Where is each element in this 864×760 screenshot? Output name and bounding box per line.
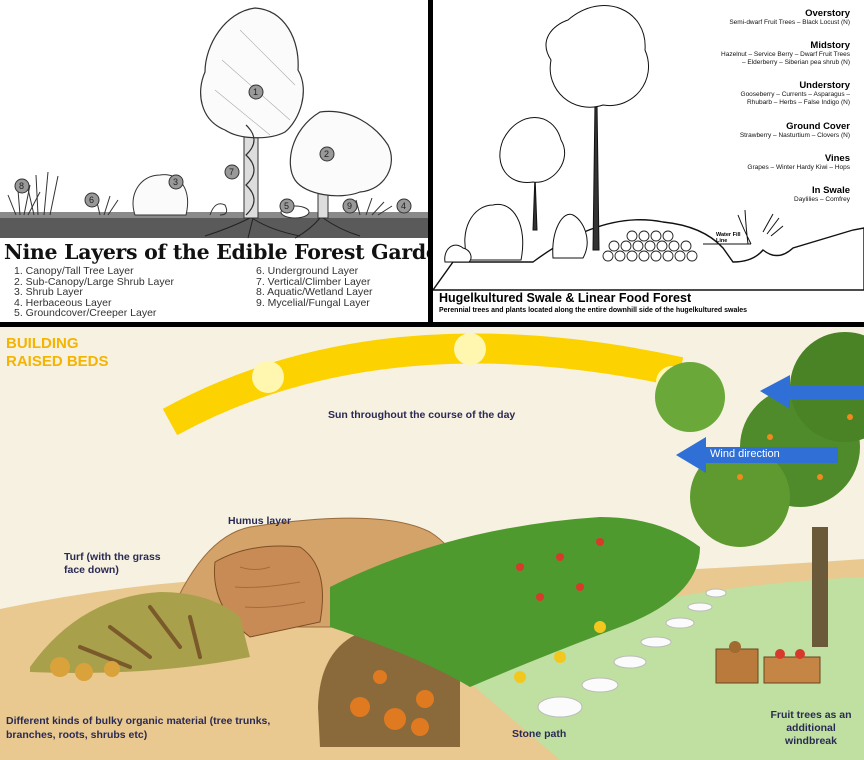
layer-heading: Understory — [799, 80, 850, 91]
layer-plants: Semi-dwarf Fruit Trees – Black Locust (N… — [729, 19, 850, 26]
hugelkultur-illustration — [433, 5, 864, 291]
raised-beds-title: BUILDING RAISED BEDS — [6, 335, 109, 370]
fruit-trees-label: Fruit trees as an additional windbreak — [770, 709, 852, 747]
legend-item: 7. Vertical/Climber Layer — [256, 275, 371, 288]
layer-midstory: Midstory Hazelnut – Service Berry – Dwar… — [721, 40, 850, 67]
marker-2: 2 — [324, 149, 329, 159]
ground-band — [0, 216, 428, 238]
hugelkultur-title: Hugelkultured Swale & Linear Food Forest — [439, 291, 692, 305]
raised-beds-illustration — [0, 332, 864, 760]
layer-plants: Strawberry – Nasturtium – Clovers (N) — [739, 132, 850, 139]
layer-plants: Gooseberry – Currents – Asparagus – — [740, 91, 850, 98]
turf-layer — [213, 545, 323, 638]
forest-garden-panel: 1 2 3 4 5 6 7 8 9 Nine Layers of the Edi… — [0, 0, 428, 322]
planted-raised-bed — [330, 517, 700, 687]
marker-7: 7 — [229, 167, 234, 177]
layer-overstory: Overstory Semi-dwarf Fruit Trees – Black… — [729, 8, 850, 27]
layer-ground-cover: Ground Cover Strawberry – Nasturtium – C… — [740, 121, 850, 140]
legend-item: 3. Shrub Layer — [14, 286, 83, 298]
sun-label: Sun throughout the course of the day — [328, 409, 516, 421]
raised-beds-panel: BUILDING RAISED BEDS Sun throughout the … — [0, 327, 864, 760]
layer-legend-left: 1. Canopy/Tall Tree Layer 2. Sub-Canopy/… — [14, 266, 174, 319]
marker-1: 1 — [253, 87, 258, 97]
legend-item: 5. Groundcover/Creeper Layer — [14, 307, 157, 319]
canopy-tree — [200, 7, 304, 139]
marker-8: 8 — [19, 181, 24, 191]
forest-garden-illustration: 1 2 3 4 5 6 7 8 9 — [0, 7, 428, 239]
sun-path-arc — [162, 333, 684, 436]
legend-item: 8. Aquatic/Wetland Layer — [256, 286, 373, 298]
layer-in-swale: In Swale Daylilies – Comfrey — [794, 185, 850, 204]
humus-label: Humus layer — [228, 515, 292, 527]
layer-heading: Ground Cover — [786, 121, 850, 132]
buried-logs — [602, 230, 698, 262]
understory-shrubs — [444, 203, 588, 263]
legend-item: 1. Canopy/Tall Tree Layer — [14, 265, 134, 277]
stone-path — [537, 588, 727, 718]
legend-item: 4. Herbaceous Layer — [14, 296, 112, 309]
hugelkultur-panel: Overstory Semi-dwarf Fruit Trees – Black… — [433, 0, 864, 322]
bulky-material-label: Different kinds of bulky organic materia… — [6, 715, 271, 741]
marker-4: 4 — [401, 201, 406, 211]
fruit-crate — [715, 641, 821, 684]
marker-3: 3 — [173, 177, 178, 187]
forest-garden-title: Nine Layers of the Edible Forest Garden — [4, 240, 428, 264]
layer-plants: Grapes – Winter Hardy Kiwi – Hops — [747, 164, 850, 171]
layer-plants: Daylilies – Comfrey — [794, 196, 850, 203]
legend-item: 9. Mycelial/Fungal Layer — [256, 296, 370, 309]
sun-morning — [252, 361, 284, 393]
layer-plants: Hazelnut – Service Berry – Dwarf Fruit T… — [721, 51, 850, 58]
bulky-organic-material — [30, 592, 250, 673]
layer-heading: In Swale — [811, 185, 850, 196]
fruit-trees — [655, 332, 864, 647]
layer-heading: Overstory — [805, 8, 850, 19]
swale-plant — [737, 209, 752, 245]
climber-vine — [245, 124, 255, 216]
layer-plants: – Elderberry – Siberian pea shrub (N) — [741, 59, 850, 66]
stone-path-label: Stone path — [512, 728, 567, 740]
roots — [204, 217, 361, 239]
herbaceous-plants — [7, 171, 393, 216]
wind-arrow-upper — [760, 375, 864, 409]
layer-vines: Vines Grapes – Winter Hardy Kiwi – Hops — [747, 153, 850, 172]
layer-markers: 1 2 3 4 5 6 7 8 9 — [14, 84, 412, 214]
wind-direction-label: Wind direction — [710, 448, 780, 460]
legend-item: 6. Underground Layer — [256, 265, 359, 277]
turf-label: Turf (with the grass face down) — [64, 551, 161, 576]
marker-5: 5 — [284, 201, 289, 211]
layer-plants: Rhubarb – Herbs – False Indigo (N) — [747, 99, 850, 106]
overstory-trees — [499, 5, 650, 251]
layer-understory: Understory Gooseberry – Currents – Aspar… — [741, 80, 850, 107]
layer-legend-right: 6. Underground Layer 7. Vertical/Climber… — [256, 266, 373, 308]
layer-heading: Midstory — [810, 40, 850, 51]
wind-direction-arrow — [676, 437, 838, 473]
hugelkultur-subtitle: Perennial trees and plants located along… — [439, 307, 748, 314]
legend-item: 2. Sub-Canopy/Large Shrub Layer — [14, 275, 174, 288]
daylilies — [762, 213, 784, 237]
sun-noon — [454, 333, 486, 365]
subcanopy-tree — [289, 110, 392, 197]
marker-9: 9 — [347, 201, 352, 211]
water-fill-label: Water Fill Line — [716, 232, 741, 244]
layer-heading: Vines — [824, 153, 850, 164]
marker-6: 6 — [89, 195, 94, 205]
